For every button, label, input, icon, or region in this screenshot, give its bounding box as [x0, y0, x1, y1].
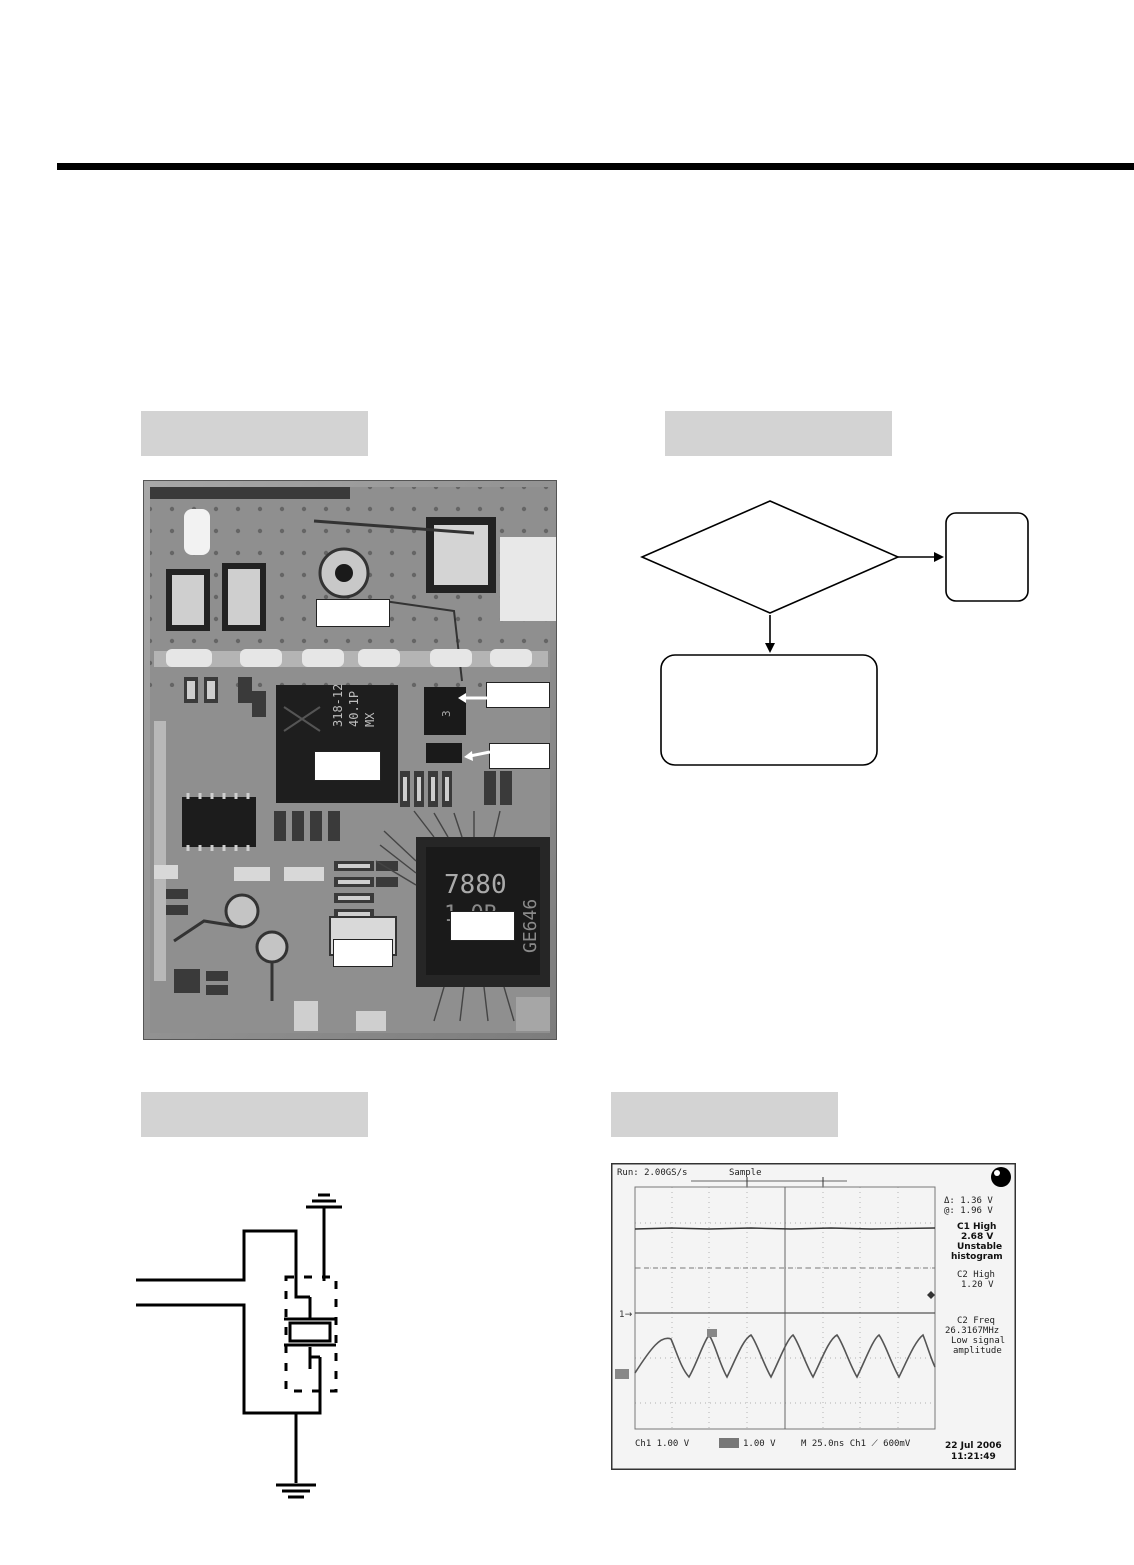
scope-time: 11:21:49 — [951, 1452, 996, 1462]
schematic-wire-upper — [136, 1229, 298, 1282]
scope-ch1-scale: Ch1 1.00 V — [635, 1439, 690, 1449]
scope-at: @: 1.96 V — [944, 1206, 993, 1216]
flowchart — [640, 500, 1029, 766]
oscilloscope-capture: Run: 2.00GS/s Sample 1→ Δ: 1.36 V — [609, 1161, 1018, 1472]
oscilloscope-screen: Run: 2.00GS/s Sample 1→ Δ: 1.36 V — [609, 1161, 1018, 1472]
scope-delta: Δ: 1.36 V — [944, 1196, 993, 1206]
photo-tag-crystal — [333, 939, 393, 967]
scope-c2-freq-title: C2 Freq — [957, 1316, 995, 1326]
scope-c2-high-title: C2 High — [957, 1270, 995, 1280]
cpu-chip-mark-1: 7880 — [444, 870, 507, 900]
crystal-package-outline — [284, 1275, 338, 1393]
flowchart-decision-diamond — [640, 500, 900, 614]
section-label-flowchart — [665, 411, 892, 456]
photo-tag-cpu — [450, 911, 515, 941]
scope-status: Run: 2.00GS/s — [617, 1168, 687, 1178]
ground-icon-bottom — [276, 1483, 316, 1499]
scope-ch2-scale: 1.00 V — [743, 1439, 776, 1449]
flowchart-box-right — [945, 512, 1029, 602]
ground-icon-top — [306, 1193, 342, 1209]
scope-c1-high-note2: histogram — [951, 1252, 1003, 1262]
rf-chip-mark-2: 40.1P — [347, 691, 361, 727]
scope-waveform-c2 — [634, 1333, 936, 1379]
cpu-chip-mark-3: GE646 — [520, 899, 541, 953]
scope-date: 22 Jul 2006 — [945, 1441, 1002, 1451]
photo-tag-connector — [316, 599, 390, 627]
section-label-schematic — [141, 1092, 368, 1137]
scope-c2-freq-value: 26.3167MHz — [945, 1326, 999, 1336]
section-label-photo — [141, 411, 368, 456]
crystal-schematic — [136, 1193, 342, 1499]
section-label-waveform — [611, 1092, 838, 1137]
schematic-wire-lower — [136, 1303, 322, 1415]
photo-tag-right-upper — [486, 682, 550, 708]
photo-tag-rf-chip — [314, 751, 381, 781]
scope-c1-high-title: C1 High — [957, 1222, 996, 1232]
pcb-photo: 318-12 40.1P MX 3 — [143, 480, 557, 1040]
scope-c1-high-note1: Unstable — [957, 1242, 1002, 1252]
scope-mode: Sample — [729, 1168, 762, 1178]
photo-arrows — [458, 693, 490, 761]
svg-text:1→: 1→ — [619, 1310, 633, 1320]
scope-timebase: M 25.0ns Ch1 ⟋ 600mV — [801, 1439, 911, 1449]
photo-tag-right-lower — [489, 743, 550, 769]
rf-chip-mark-3: MX — [363, 712, 377, 727]
scope-c1-high-value: 2.68 V — [961, 1232, 993, 1242]
crystal-symbol — [288, 1321, 332, 1343]
header-rule — [57, 163, 1134, 170]
rf-chip-mark-1: 318-12 — [331, 684, 345, 727]
scope-c2-high-value: 1.20 V — [961, 1280, 994, 1290]
scope-c2-freq-note2: amplitude — [953, 1346, 1002, 1356]
small-chip-mark: 3 — [440, 710, 453, 717]
scope-c2-freq-note1: Low signal — [951, 1336, 1005, 1346]
flowchart-box-bottom — [660, 654, 878, 766]
